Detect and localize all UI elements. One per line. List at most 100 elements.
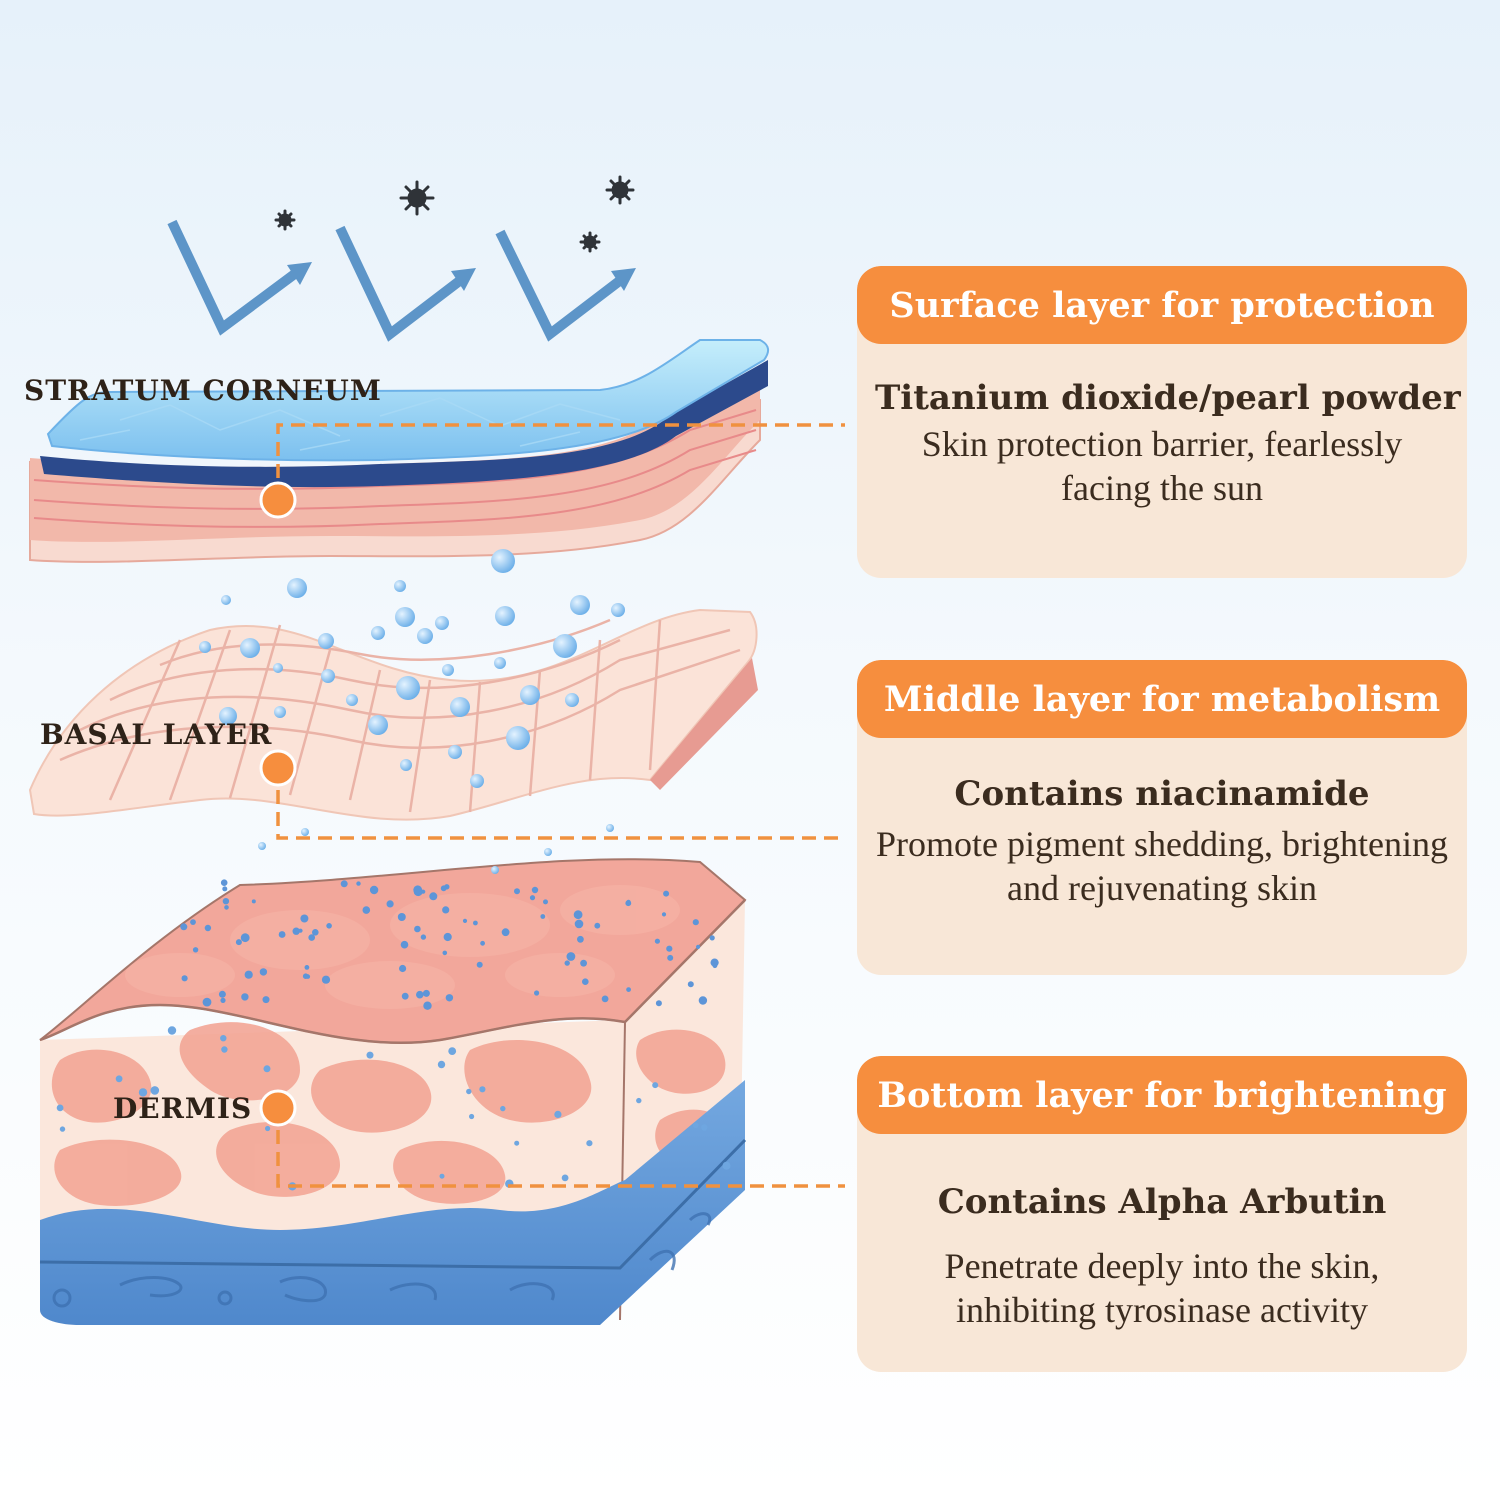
water-dot-icon bbox=[479, 1086, 486, 1093]
water-dot-icon bbox=[400, 940, 409, 949]
water-bubble-icon bbox=[506, 726, 530, 750]
water-dot-icon bbox=[220, 1035, 227, 1042]
card-bottom-layer: Bottom layer for brightening Contains Al… bbox=[857, 1056, 1467, 1372]
water-dot-icon bbox=[667, 954, 674, 961]
water-dot-icon bbox=[150, 1086, 160, 1095]
card-description: Promote pigment shedding, brightening an… bbox=[876, 824, 1448, 908]
water-bubble-icon bbox=[301, 828, 309, 836]
water-dot-icon bbox=[138, 1088, 148, 1097]
water-dot-icon bbox=[514, 1140, 520, 1146]
water-dot-icon bbox=[443, 932, 452, 942]
water-dot-icon bbox=[302, 973, 309, 979]
water-dot-icon bbox=[543, 899, 548, 905]
water-dot-icon bbox=[586, 1140, 593, 1147]
water-dot-icon bbox=[712, 963, 718, 969]
water-dot-icon bbox=[692, 919, 699, 926]
water-dot-icon bbox=[362, 906, 371, 914]
water-dot-icon bbox=[445, 994, 454, 1002]
water-bubble-icon bbox=[544, 848, 552, 856]
water-dot-icon bbox=[420, 934, 427, 940]
water-dot-icon bbox=[167, 1026, 177, 1035]
water-bubble-icon bbox=[56, 549, 731, 1191]
water-dot-icon bbox=[401, 992, 409, 1000]
water-dot-icon bbox=[500, 1105, 506, 1112]
water-dot-icon bbox=[220, 997, 226, 1004]
water-dot-icon bbox=[263, 1065, 271, 1073]
water-dot-icon bbox=[514, 888, 520, 895]
water-dot-icon bbox=[540, 914, 546, 919]
card-subtitle: Titanium dioxide/pearl powder bbox=[875, 378, 1461, 418]
water-bubble-icon bbox=[219, 707, 237, 725]
water-dot-icon bbox=[654, 938, 661, 944]
water-dot-icon bbox=[582, 978, 589, 985]
water-bubble-icon bbox=[417, 628, 433, 644]
water-dot-icon bbox=[298, 928, 303, 933]
water-dot-icon bbox=[366, 1051, 374, 1059]
water-dot-icon bbox=[312, 929, 319, 936]
card-middle-layer: Middle layer for metabolism Contains nia… bbox=[857, 660, 1467, 975]
water-dot-icon bbox=[722, 1161, 731, 1170]
water-dot-icon bbox=[566, 952, 576, 961]
water-dot-icon bbox=[666, 945, 673, 952]
water-bubble-icon bbox=[450, 697, 470, 717]
water-dot-icon bbox=[304, 965, 310, 970]
water-bubble-icon bbox=[274, 706, 286, 718]
water-dot-icon bbox=[574, 919, 584, 929]
water-bubble-icon bbox=[520, 685, 540, 705]
water-dot-icon bbox=[308, 934, 316, 941]
water-dot-icon bbox=[224, 905, 229, 910]
water-dot-icon bbox=[115, 1075, 123, 1083]
water-dot-icon bbox=[204, 924, 212, 932]
water-bubble-icon bbox=[494, 657, 506, 669]
water-dot-icon bbox=[397, 913, 406, 921]
water-dot-icon bbox=[701, 1124, 708, 1131]
water-dot-icon bbox=[692, 1122, 699, 1129]
water-dot-icon bbox=[340, 880, 348, 888]
water-dot-icon bbox=[292, 927, 300, 935]
water-dot-icon bbox=[476, 961, 483, 968]
stratum-corneum-slab bbox=[29, 339, 770, 563]
water-bubble-icon bbox=[606, 824, 614, 832]
water-dot-icon bbox=[529, 895, 536, 901]
water-dot-icon bbox=[594, 922, 601, 929]
water-dot-icon bbox=[473, 920, 478, 926]
water-dot-icon bbox=[442, 906, 450, 914]
card-description: Penetrate deeply into the skin, inhibiti… bbox=[944, 1246, 1380, 1330]
dust-particle-icon bbox=[274, 175, 635, 253]
water-dot-icon bbox=[241, 993, 249, 1001]
water-bubble-icon bbox=[287, 578, 307, 598]
water-dot-icon bbox=[573, 910, 583, 920]
water-dot-icon bbox=[564, 960, 570, 966]
card-surface-layer: Surface layer for protection Titanium di… bbox=[857, 266, 1467, 578]
water-bubble-icon bbox=[394, 580, 406, 592]
uv-arrowhead-icon bbox=[287, 262, 636, 291]
connector-lines bbox=[276, 423, 845, 1188]
dermis-block bbox=[39, 858, 747, 1325]
water-dot-icon bbox=[181, 975, 188, 982]
water-bubble-icon bbox=[240, 638, 260, 658]
water-dot-icon bbox=[423, 1001, 432, 1010]
water-dot-icon bbox=[59, 1126, 66, 1132]
water-dot-icon bbox=[577, 935, 584, 943]
water-dot-icon bbox=[661, 912, 667, 917]
water-bubble-icon bbox=[491, 866, 499, 874]
water-bubble-icon bbox=[553, 634, 577, 658]
water-dot-icon bbox=[300, 914, 309, 923]
water-dot-icon bbox=[655, 1000, 662, 1007]
card-title: Middle layer for metabolism bbox=[857, 660, 1467, 738]
water-dot-icon bbox=[466, 1088, 472, 1095]
water-dot-icon bbox=[414, 925, 421, 933]
water-dot-icon bbox=[262, 996, 270, 1004]
water-dot-icon bbox=[221, 1046, 228, 1053]
water-dot-icon bbox=[251, 899, 256, 904]
water-bubble-icon bbox=[321, 669, 335, 683]
water-dot-icon bbox=[531, 886, 539, 894]
water-dot-icon bbox=[601, 995, 609, 1003]
water-bubble-icon bbox=[318, 633, 334, 649]
water-dot-icon bbox=[687, 981, 694, 988]
water-bubble-icon bbox=[495, 606, 515, 626]
card-subtitle: Contains niacinamide bbox=[954, 774, 1370, 814]
water-bubble-icon bbox=[396, 676, 420, 700]
basal-layer-sheet bbox=[28, 608, 758, 821]
water-dot-icon bbox=[448, 1047, 457, 1055]
